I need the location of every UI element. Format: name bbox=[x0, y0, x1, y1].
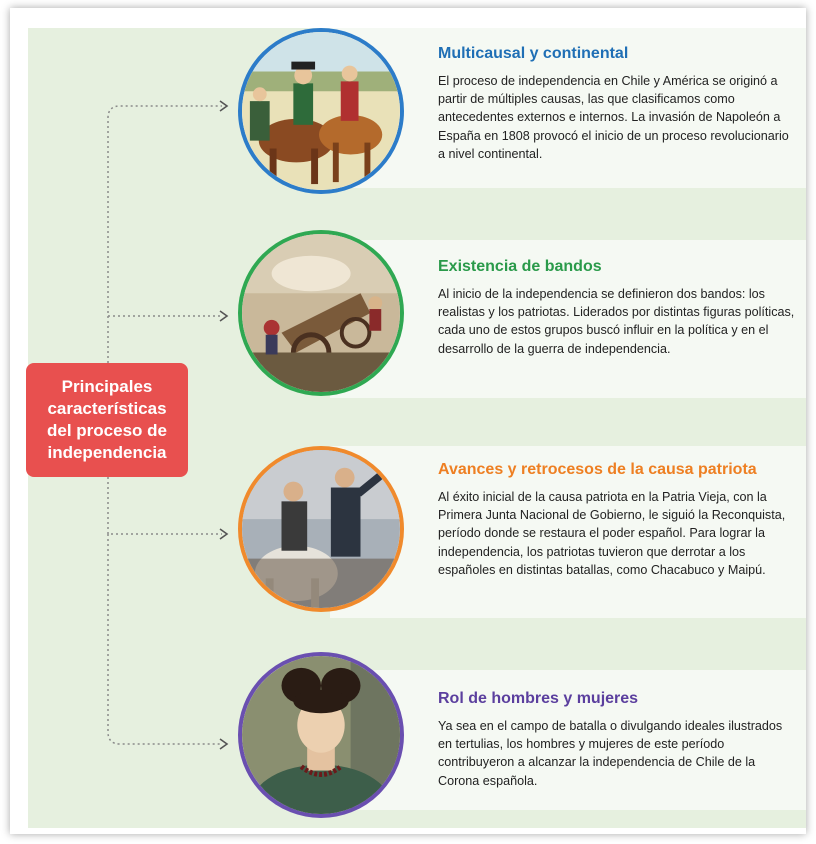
napoleon-cavalry-illustration-icon bbox=[238, 28, 404, 194]
card-title: Multicausal y continental bbox=[438, 45, 629, 62]
battle-scene-painting-icon bbox=[238, 230, 404, 396]
card-rol: Rol de hombres y mujeres Ya sea en el ca… bbox=[438, 689, 798, 790]
card-title: Avances y retrocesos de la causa patriot… bbox=[438, 461, 757, 478]
patriot-leaders-painting-icon bbox=[238, 446, 404, 612]
card-avances: Avances y retrocesos de la causa patriot… bbox=[438, 460, 798, 579]
card-description: Al éxito inicial de la causa patriota en… bbox=[438, 490, 786, 577]
main-topic-label: Principales características del proceso … bbox=[26, 363, 188, 477]
woman-portrait-painting-icon bbox=[238, 652, 404, 818]
card-description: Al inicio de la independencia se definie… bbox=[438, 287, 795, 356]
text-band-1 bbox=[330, 28, 806, 188]
card-multicausal: Multicausal y continental El proceso de … bbox=[438, 44, 798, 163]
card-description: Ya sea en el campo de batalla o divulgan… bbox=[438, 719, 783, 788]
card-description: El proceso de independencia en Chile y A… bbox=[438, 74, 789, 161]
card-title: Existencia de bandos bbox=[438, 258, 602, 275]
text-band-2 bbox=[330, 240, 806, 398]
card-bandos: Existencia de bandos Al inicio de la ind… bbox=[438, 257, 798, 358]
text-band-3 bbox=[330, 446, 806, 618]
card-title: Rol de hombres y mujeres bbox=[438, 690, 639, 707]
text-band-4 bbox=[330, 670, 806, 810]
